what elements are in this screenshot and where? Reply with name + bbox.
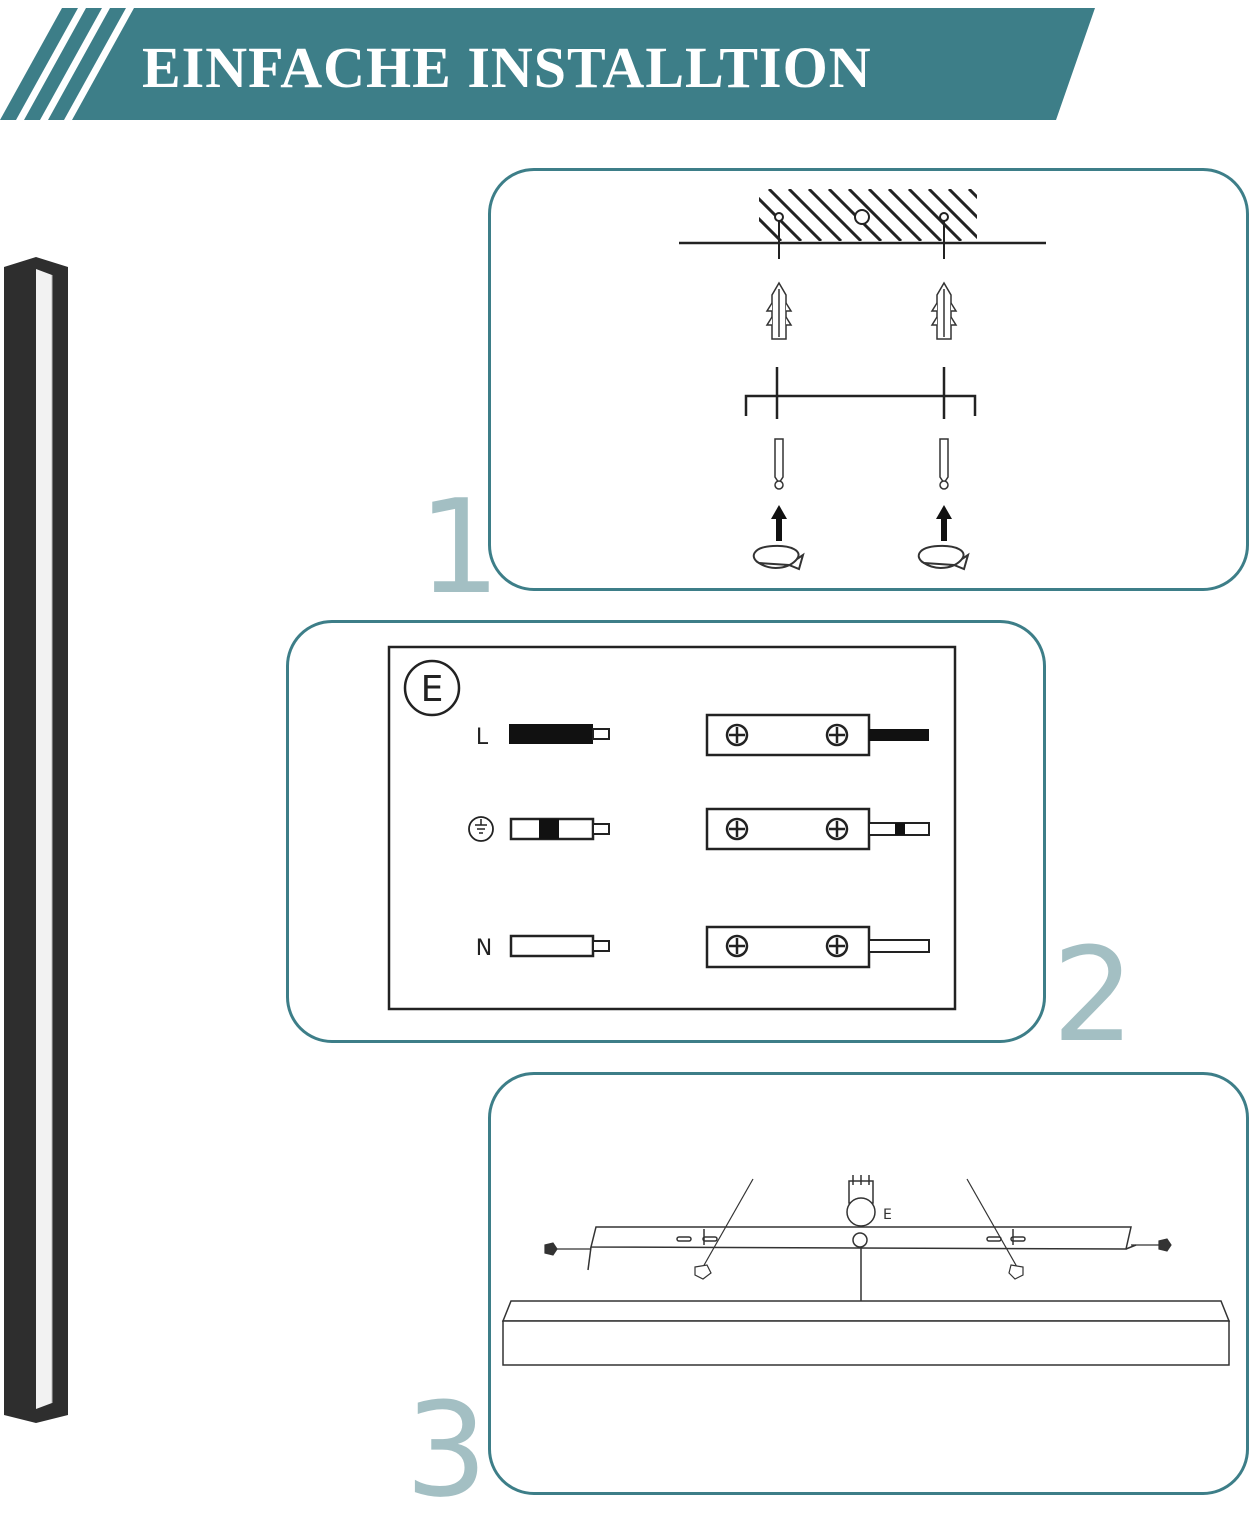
lamp-icon [4, 257, 68, 1423]
earth-badge-label: E [421, 669, 444, 710]
ceiling-hatch-icon [679, 189, 1046, 245]
page-title: EINFACHE INSTALLTION [142, 35, 872, 100]
wall-plug-icon [765, 281, 958, 340]
screw-icon [544, 1238, 1172, 1256]
header-banner [0, 8, 1095, 120]
terminal-block-icon [705, 925, 930, 969]
step-3-panel: E [488, 1072, 1249, 1495]
terminal-block-icon [705, 713, 929, 757]
wire-neutral [509, 934, 610, 958]
lamp-body [501, 1300, 1231, 1366]
screw-icon [694, 1178, 1024, 1280]
wire-label-L: L [476, 725, 489, 750]
mounting-bracket [744, 367, 977, 419]
rotate-icon [752, 544, 970, 571]
wire-ground [509, 817, 610, 841]
mounting-rail [587, 1226, 1137, 1271]
step-number-1: 1 [418, 471, 501, 623]
step-2-panel: E L [286, 620, 1046, 1043]
step-number-2: 2 [1052, 919, 1135, 1071]
earth-label: E [883, 1207, 892, 1223]
wire-live [509, 724, 610, 744]
arrow-up-icon [771, 505, 952, 541]
terminal-block-icon [705, 807, 930, 851]
step-number-3: 3 [405, 1374, 488, 1526]
wire-label-N: N [476, 936, 492, 961]
wire-connector [846, 1175, 876, 1301]
ground-symbol-icon [468, 816, 494, 842]
step-1-panel [488, 168, 1249, 591]
screw-icon [774, 438, 949, 490]
